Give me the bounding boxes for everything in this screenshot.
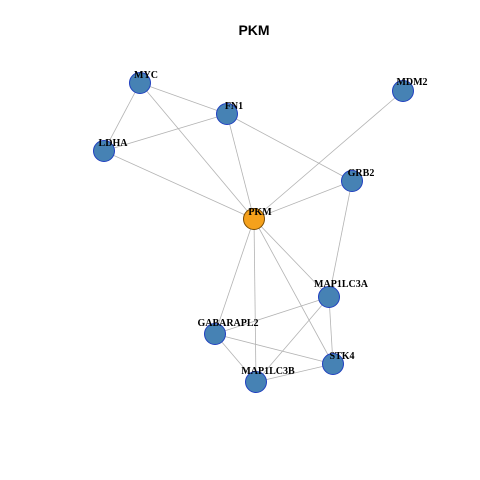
node-label-myc: MYC: [134, 70, 158, 81]
edge-map1lc3a-gabarapl2: [214, 296, 330, 335]
node-label-stk4: STK4: [329, 351, 354, 362]
edge-layer: [103, 82, 404, 383]
edge-pkm-stk4: [253, 218, 334, 365]
edge-grb2-pkm: [253, 180, 353, 220]
node-label-mdm2: MDM2: [396, 77, 427, 88]
node-mdm2: [392, 80, 414, 102]
node-stk4: [322, 353, 344, 375]
node-label-fn1: FN1: [225, 101, 243, 112]
node-gabarapl2: [204, 323, 226, 345]
edge-pkm-map1lc3b: [253, 218, 257, 383]
edge-mdm2-pkm: [253, 90, 404, 220]
node-pkm: [243, 208, 265, 230]
edge-gabarapl2-stk4: [214, 333, 334, 365]
node-ldha: [93, 140, 115, 162]
node-grb2: [341, 170, 363, 192]
node-fn1: [216, 103, 238, 125]
edge-fn1-pkm: [226, 113, 255, 220]
edge-ldha-pkm: [103, 150, 255, 220]
edge-grb2-map1lc3a: [328, 180, 353, 298]
node-label-ldha: LDHA: [99, 138, 129, 149]
node-label-gabarapl2: GABARAPL2: [197, 318, 258, 329]
edge-pkm-map1lc3a: [253, 218, 330, 298]
edge-fn1-grb2: [226, 113, 353, 182]
edge-pkm-gabarapl2: [214, 218, 255, 335]
edge-fn1-ldha: [103, 113, 228, 152]
edge-myc-pkm: [139, 82, 255, 220]
node-label-map1lc3b: MAP1LC3B: [241, 366, 295, 377]
edge-stk4-map1lc3b: [255, 363, 334, 383]
edge-myc-fn1: [139, 82, 228, 115]
node-map1lc3b: [245, 371, 267, 393]
diagram-title: PKM: [238, 22, 269, 38]
edge-map1lc3a-map1lc3b: [255, 296, 330, 383]
node-myc: [129, 72, 151, 94]
node-layer: [93, 72, 414, 393]
node-label-map1lc3a: MAP1LC3A: [314, 279, 369, 290]
node-label-pkm: PKM: [248, 207, 272, 218]
node-label-grb2: GRB2: [348, 168, 375, 179]
edge-myc-ldha: [103, 82, 141, 152]
node-map1lc3a: [318, 286, 340, 308]
edge-map1lc3a-stk4: [328, 296, 334, 365]
